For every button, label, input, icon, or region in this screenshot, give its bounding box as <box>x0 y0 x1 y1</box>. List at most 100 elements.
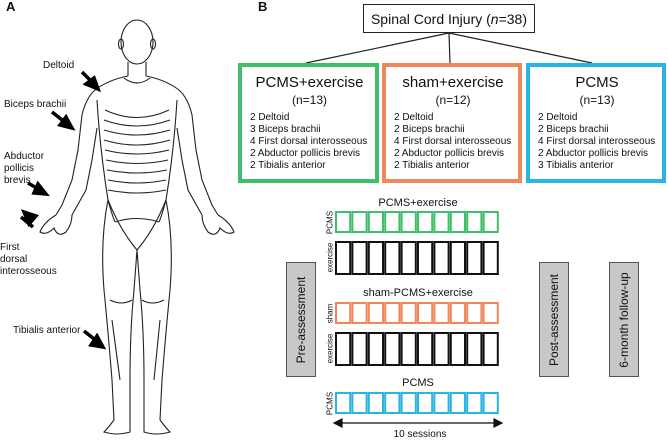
group-item: 4 First dorsal interosseous <box>538 136 656 147</box>
row-label-sham: sham <box>325 303 335 324</box>
session-box <box>335 392 352 414</box>
session-box <box>417 392 434 414</box>
group-n: (n=12) <box>435 93 471 107</box>
panel-label-a: A <box>6 0 16 14</box>
session-box <box>449 302 466 324</box>
session-box <box>482 392 499 414</box>
row-label-exercise: exercise <box>325 242 335 273</box>
session-box <box>351 211 368 233</box>
session-box <box>449 241 466 275</box>
row-label-pcms: PCMS <box>325 210 335 235</box>
group-item: 2 Abductor pollicis brevis <box>250 148 361 159</box>
group-item: 2 Biceps brachii <box>394 124 465 135</box>
session-box <box>417 302 434 324</box>
session-box <box>482 332 499 366</box>
group-title: PCMS+exercise <box>255 74 364 91</box>
session-box <box>433 332 450 366</box>
session-box <box>466 241 483 275</box>
session-box <box>449 332 466 366</box>
session-box <box>335 302 352 324</box>
schedule-title-pcms: PCMS <box>402 377 434 389</box>
session-box <box>417 332 434 366</box>
group-item: 4 First dorsal interosseous <box>394 136 512 147</box>
session-box <box>466 392 483 414</box>
session-box <box>351 392 368 414</box>
session-box <box>433 302 450 324</box>
session-box <box>335 241 352 275</box>
schedule-title-pcms-exercise: PCMS+exercise <box>378 197 458 209</box>
session-box <box>384 211 401 233</box>
label-deltoid: Deltoid <box>43 60 75 71</box>
group-item: 2 Tibialis anterior <box>394 160 470 171</box>
session-box <box>417 211 434 233</box>
session-box <box>400 392 417 414</box>
session-box <box>351 302 368 324</box>
session-box <box>335 211 352 233</box>
session-box <box>384 332 401 366</box>
sessions-label: 10 sessions <box>393 429 447 440</box>
group-item: 2 Biceps brachii <box>538 124 609 135</box>
group-item: 3 Tibialis anterior <box>538 160 614 171</box>
session-box <box>367 392 384 414</box>
session-box <box>384 241 401 275</box>
followup-box: 6-month follow-up <box>609 262 639 377</box>
session-box <box>351 241 368 275</box>
session-box <box>367 241 384 275</box>
group-pcms-exercise: PCMS+exercise (n=13) 2 Deltoid 3 Biceps … <box>238 63 379 183</box>
row-label-pcms: PCMS <box>325 391 335 416</box>
label-biceps-brachii: Biceps brachii <box>4 99 67 110</box>
session-box <box>367 211 384 233</box>
label-tibialis-anterior: Tibialis anterior <box>13 325 81 336</box>
tree-connectors <box>305 32 593 64</box>
spinal-cord-injury-box: Spinal Cord Injury (n=38) <box>363 4 535 33</box>
group-item: 2 Deltoid <box>250 112 290 123</box>
group-item: 2 Deltoid <box>538 112 578 123</box>
session-box <box>400 332 417 366</box>
session-box <box>400 241 417 275</box>
group-pcms: PCMS (n=13) 2 Deltoid 2 Biceps brachii 4… <box>526 63 666 183</box>
panel-label-b: B <box>258 0 268 14</box>
group-item: 2 Abductor pollicis brevis <box>394 148 505 159</box>
schedule-title-sham-pcms-exercise: sham-PCMS+exercise <box>363 287 473 299</box>
session-box <box>417 241 434 275</box>
muscle-arrows <box>19 70 107 350</box>
session-box <box>433 241 450 275</box>
session-box <box>367 302 384 324</box>
session-box <box>367 332 384 366</box>
session-box <box>335 332 352 366</box>
session-box <box>449 392 466 414</box>
session-box <box>433 392 450 414</box>
group-sham-exercise: sham+exercise (n=12) 2 Deltoid 2 Biceps … <box>382 63 522 183</box>
schedule-boxes <box>335 211 499 414</box>
session-box <box>466 332 483 366</box>
group-title: sham+exercise <box>402 74 504 91</box>
session-box <box>433 211 450 233</box>
session-box <box>351 332 368 366</box>
session-box <box>449 211 466 233</box>
group-item: 2 Tibialis anterior <box>250 160 326 171</box>
row-label-exercise: exercise <box>325 333 335 364</box>
session-box <box>400 211 417 233</box>
session-box <box>384 302 401 324</box>
session-box <box>384 392 401 414</box>
group-item: 2 Abductor pollicis brevis <box>538 148 649 159</box>
session-box <box>482 241 499 275</box>
session-box <box>466 302 483 324</box>
human-body-outline <box>39 19 235 435</box>
session-box <box>482 211 499 233</box>
session-box <box>466 211 483 233</box>
session-box <box>482 302 499 324</box>
group-n: (n=13) <box>579 93 615 107</box>
session-box <box>400 302 417 324</box>
post-assessment-box: Post-assessment <box>539 262 569 377</box>
sessions-arrow <box>332 418 504 428</box>
group-item: 4 First dorsal interosseous <box>250 136 368 147</box>
pre-assessment-box: Pre-assessment <box>286 262 316 377</box>
group-item: 2 Deltoid <box>394 112 434 123</box>
group-n: (n=13) <box>291 93 328 107</box>
group-item: 3 Biceps brachii <box>250 124 321 135</box>
group-title: PCMS <box>575 74 619 91</box>
